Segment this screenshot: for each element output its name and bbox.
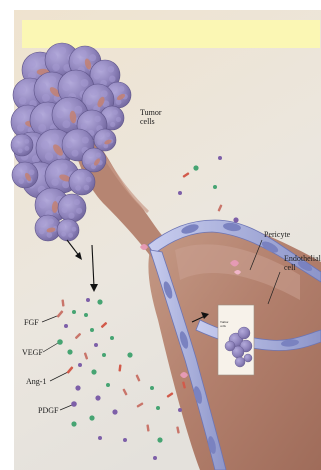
- growth-factor-molecule: [127, 352, 132, 357]
- inset-tumor-cell: [244, 354, 252, 362]
- legend-marker: [71, 401, 77, 407]
- growth-factor-molecule: [90, 328, 94, 332]
- growth-factor-molecule: [97, 299, 102, 304]
- growth-factor-molecule: [153, 456, 157, 460]
- growth-factor-molecule: [64, 324, 68, 328]
- inset-tumor-cell: [235, 357, 245, 367]
- tumor-cell: [58, 194, 86, 222]
- growth-factor-molecule: [98, 436, 102, 440]
- fgf-label: FGF: [24, 318, 39, 327]
- endothelial-cell-label: Endothelial cell: [284, 254, 321, 272]
- growth-factor-molecule: [218, 156, 222, 160]
- growth-factor-molecule: [71, 421, 76, 426]
- growth-factor-molecule: [89, 415, 94, 420]
- tumor-cell: [82, 148, 106, 172]
- growth-factor-molecule: [193, 165, 198, 170]
- growth-factor-molecule: [178, 408, 182, 412]
- growth-factor-molecule: [84, 313, 88, 317]
- growth-factor-molecule: [213, 185, 217, 189]
- growth-factor-molecule: [150, 386, 154, 390]
- growth-factor-molecule: [86, 298, 90, 302]
- growth-factor-molecule: [233, 217, 238, 222]
- pdgf-label: PDGF: [38, 406, 58, 415]
- growth-factor-molecule: [106, 383, 110, 387]
- tumor-cell: [57, 219, 79, 241]
- pericyte-label: Pericyte: [264, 230, 290, 239]
- tumor-cells-label: Tumor cells: [140, 108, 162, 126]
- tumor-cell: [94, 129, 116, 151]
- growth-factor-molecule: [72, 310, 76, 314]
- tumor-cell: [11, 134, 33, 156]
- tumor-cell: [12, 162, 38, 188]
- growth-factor-molecule: [67, 349, 72, 354]
- growth-factor-molecule: [75, 385, 80, 390]
- inset-tumor-cells-label: Tumor cells: [220, 321, 229, 328]
- growth-factor-molecule: [78, 363, 82, 367]
- inset-tumor-cell: [238, 327, 250, 339]
- growth-factor-molecule: [157, 437, 162, 442]
- inset-tumor-cell: [225, 341, 235, 351]
- growth-factor-molecule: [156, 406, 160, 410]
- tumor-cell: [69, 169, 95, 195]
- growth-factor-molecule: [110, 336, 114, 340]
- ang1-label: Ang-1: [26, 377, 46, 386]
- growth-factor-molecule: [91, 369, 96, 374]
- growth-factor-molecule: [95, 395, 100, 400]
- inset-panel: [218, 305, 254, 375]
- growth-factor-molecule: [178, 191, 182, 195]
- legend-marker: [57, 339, 63, 345]
- vegf-label: VEGF: [22, 348, 43, 357]
- growth-factor-molecule: [112, 409, 117, 414]
- growth-factor-molecule: [102, 353, 106, 357]
- growth-factor-molecule: [123, 438, 127, 442]
- growth-factor-molecule: [94, 343, 98, 347]
